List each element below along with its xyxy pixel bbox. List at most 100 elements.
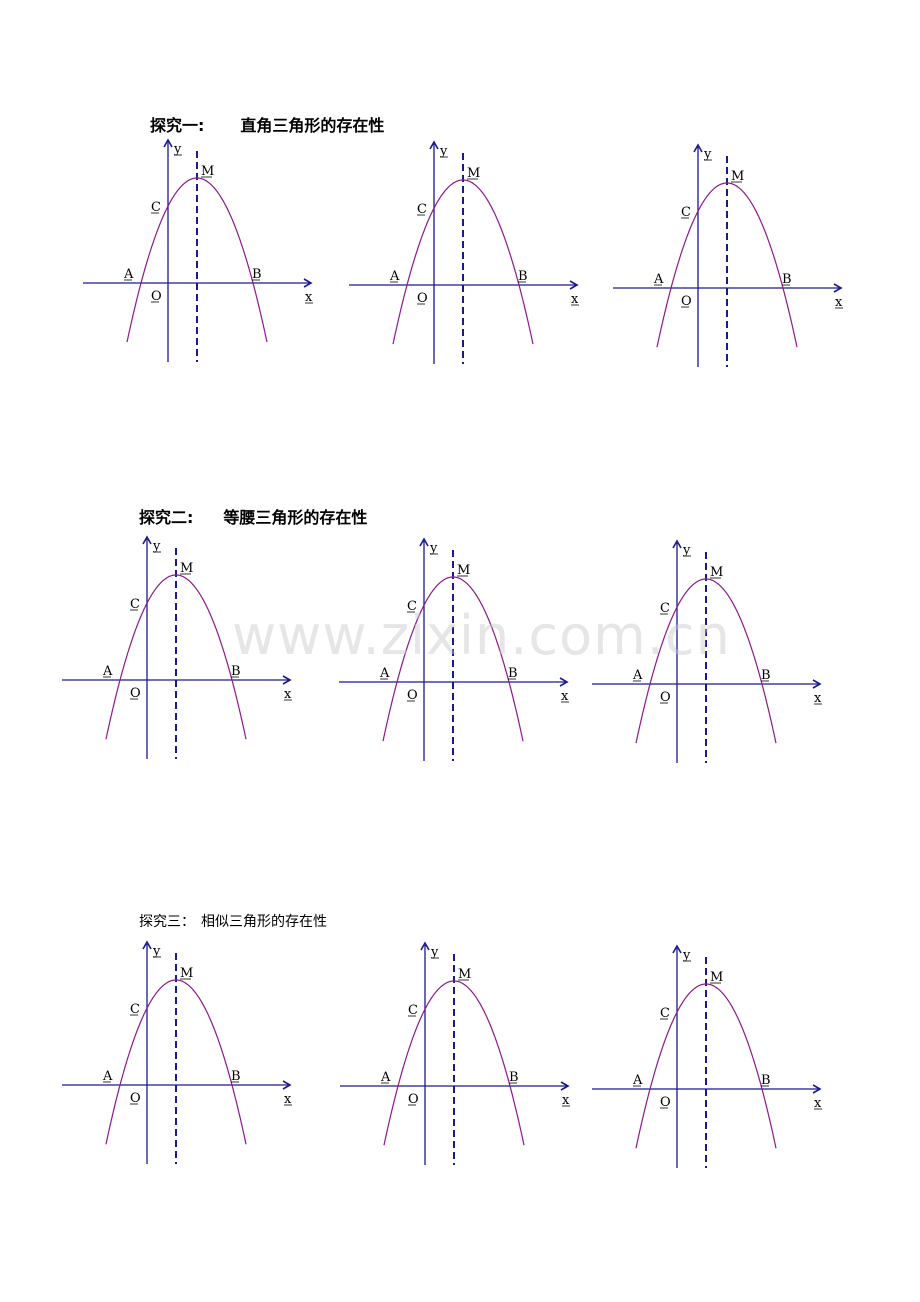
section-heading: 直角三角形的存在性 (240, 116, 385, 135)
label-y: y (682, 543, 691, 558)
parabola-curve (656, 182, 798, 348)
label-x: x (835, 295, 843, 310)
parabola-curve (383, 980, 525, 1146)
label-point-a: A (632, 668, 643, 683)
x-axis-arrow-icon (282, 675, 292, 685)
label-origin-o: O (151, 289, 162, 304)
label-point-b: B (761, 1073, 771, 1088)
label-x: x (305, 290, 313, 305)
label-y: y (152, 539, 161, 554)
label-origin-o: O (417, 291, 428, 306)
parabola-curve (635, 983, 777, 1149)
label-y: y (430, 945, 439, 960)
y-axis-arrow-icon (672, 944, 682, 954)
label-point-a: A (379, 666, 390, 681)
y-axis-arrow-icon (672, 539, 682, 549)
section-prefix: 探究一: (150, 116, 205, 135)
label-point-a: A (102, 664, 113, 679)
label-point-c: C (130, 597, 140, 612)
parabola-curve (635, 578, 777, 744)
label-y: y (429, 541, 438, 556)
section-title-right-triangle: 探究一: 直角三角形的存在性 (150, 112, 384, 136)
label-point-a: A (632, 1073, 643, 1088)
label-vertex-m: M (710, 970, 723, 985)
y-axis-arrow-icon (163, 138, 173, 148)
parabola-curve (105, 574, 247, 740)
label-point-a: A (653, 272, 664, 287)
label-origin-o: O (660, 1095, 671, 1110)
label-vertex-m: M (467, 166, 480, 181)
label-point-a: A (389, 269, 400, 284)
label-vertex-m: M (458, 967, 471, 982)
label-x: x (561, 689, 569, 704)
label-origin-o: O (681, 294, 692, 309)
x-axis-arrow-icon (559, 677, 569, 687)
label-vertex-m: M (180, 966, 193, 981)
x-axis-arrow-icon (812, 679, 822, 689)
parabola-curve (392, 179, 534, 345)
label-point-a: A (123, 267, 134, 282)
label-vertex-m: M (201, 164, 214, 179)
label-x: x (571, 292, 579, 307)
parabola-curve (382, 576, 524, 742)
section-prefix: 探究二: (139, 508, 194, 527)
label-origin-o: O (130, 1091, 141, 1106)
label-point-c: C (130, 1002, 140, 1017)
label-origin-o: O (407, 688, 418, 703)
label-vertex-m: M (710, 565, 723, 580)
label-vertex-m: M (731, 169, 744, 184)
label-vertex-m: M (180, 561, 193, 576)
label-x: x (284, 1092, 292, 1107)
section-title-similar-triangle: 探究三：相似三角形的存在性 (139, 911, 327, 931)
y-axis-arrow-icon (142, 940, 152, 950)
label-point-b: B (252, 267, 262, 282)
section-heading: 等腰三角形的存在性 (223, 508, 368, 527)
label-point-c: C (660, 601, 670, 616)
label-point-b: B (518, 269, 528, 284)
label-y: y (439, 144, 448, 159)
x-axis-arrow-icon (833, 283, 843, 293)
x-axis-arrow-icon (282, 1080, 292, 1090)
label-vertex-m: M (457, 563, 470, 578)
y-axis-arrow-icon (429, 140, 439, 150)
label-point-c: C (681, 205, 691, 220)
label-origin-o: O (408, 1092, 419, 1107)
section-title-isosceles-triangle: 探究二: 等腰三角形的存在性 (139, 504, 367, 528)
y-axis-arrow-icon (693, 143, 703, 153)
label-x: x (284, 687, 292, 702)
label-y: y (682, 948, 691, 963)
label-point-b: B (508, 666, 518, 681)
x-axis-arrow-icon (812, 1084, 822, 1094)
label-point-b: B (231, 1069, 241, 1084)
label-x: x (814, 691, 822, 706)
label-point-b: B (509, 1070, 519, 1085)
parabola-curve (126, 177, 268, 343)
label-point-a: A (102, 1069, 113, 1084)
y-axis-arrow-icon (142, 535, 152, 545)
y-axis-arrow-icon (419, 537, 429, 547)
parabola-curve (105, 979, 247, 1145)
section-heading: 相似三角形的存在性 (201, 914, 327, 930)
label-point-b: B (761, 668, 771, 683)
label-origin-o: O (130, 686, 141, 701)
label-point-b: B (782, 272, 792, 287)
x-axis-arrow-icon (569, 280, 579, 290)
label-x: x (814, 1096, 822, 1111)
label-point-c: C (407, 599, 417, 614)
label-point-c: C (660, 1006, 670, 1021)
label-x: x (562, 1093, 570, 1108)
label-origin-o: O (660, 690, 671, 705)
label-y: y (152, 944, 161, 959)
label-y: y (703, 147, 712, 162)
label-point-c: C (417, 202, 427, 217)
